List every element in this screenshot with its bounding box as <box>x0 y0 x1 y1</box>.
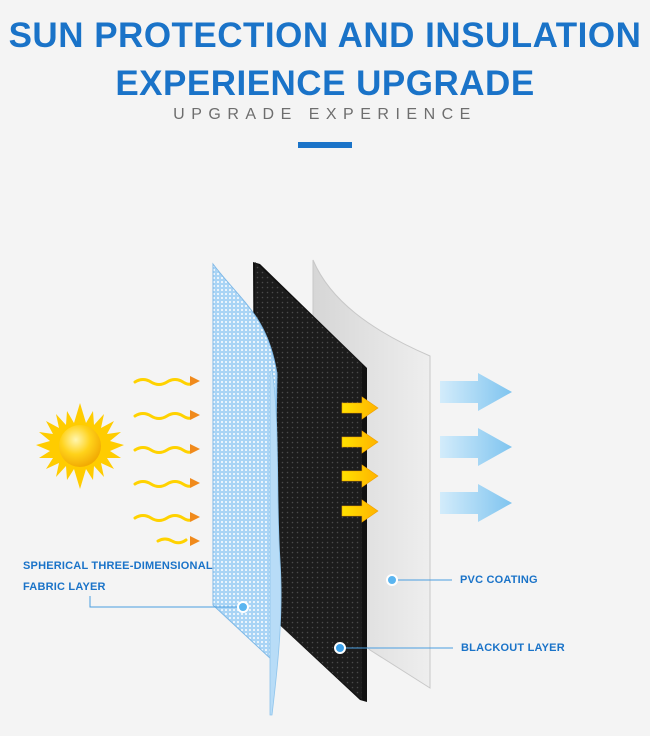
yellow-arrow-icon <box>341 396 379 420</box>
fabric-layer-label: SPHERICAL THREE-DIMENSIONAL FABRIC LAYER <box>23 556 213 598</box>
pvc-marker <box>386 574 398 586</box>
cool-air-arrow-icon <box>440 428 512 466</box>
fabric-callout <box>89 596 249 613</box>
sun-icon <box>36 403 124 489</box>
pvc-callout <box>386 574 452 586</box>
page-title-line-1: SUN PROTECTION AND INSULATION <box>8 16 642 55</box>
heat-wave-arrow-icon <box>133 444 200 454</box>
fabric-marker <box>237 601 249 613</box>
yellow-arrows <box>341 396 379 523</box>
blackout-layer <box>253 262 367 702</box>
fabric-layer-label-line-1: SPHERICAL THREE-DIMENSIONAL <box>23 560 213 572</box>
blackout-callout <box>334 642 453 654</box>
blackout-layer-label: BLACKOUT LAYER <box>461 642 565 654</box>
heat-wave-arrows <box>133 376 200 546</box>
cool-air-arrow-icon <box>440 484 512 522</box>
pvc-coating-label: PVC COATING <box>460 574 538 586</box>
heat-wave-arrow-icon <box>133 410 200 420</box>
cool-air-arrows <box>440 373 512 522</box>
cool-air-arrow-icon <box>440 373 512 411</box>
page-subtitle: UPGRADE EXPERIENCE <box>173 106 477 123</box>
heat-wave-arrow-icon <box>133 512 200 522</box>
page-title-line-2: EXPERIENCE UPGRADE <box>115 64 535 103</box>
yellow-arrow-icon <box>341 430 379 454</box>
spherical-fabric-layer <box>212 262 282 716</box>
blackout-marker <box>334 642 346 654</box>
heat-wave-arrow-icon <box>133 478 200 488</box>
title-accent-bar <box>298 142 352 148</box>
yellow-arrow-icon <box>341 499 379 523</box>
heat-wave-arrow-icon <box>133 376 200 386</box>
fabric-layer-label-line-2: FABRIC LAYER <box>23 581 106 593</box>
yellow-arrow-icon <box>341 464 379 488</box>
heat-wave-arrow-icon <box>156 536 200 546</box>
